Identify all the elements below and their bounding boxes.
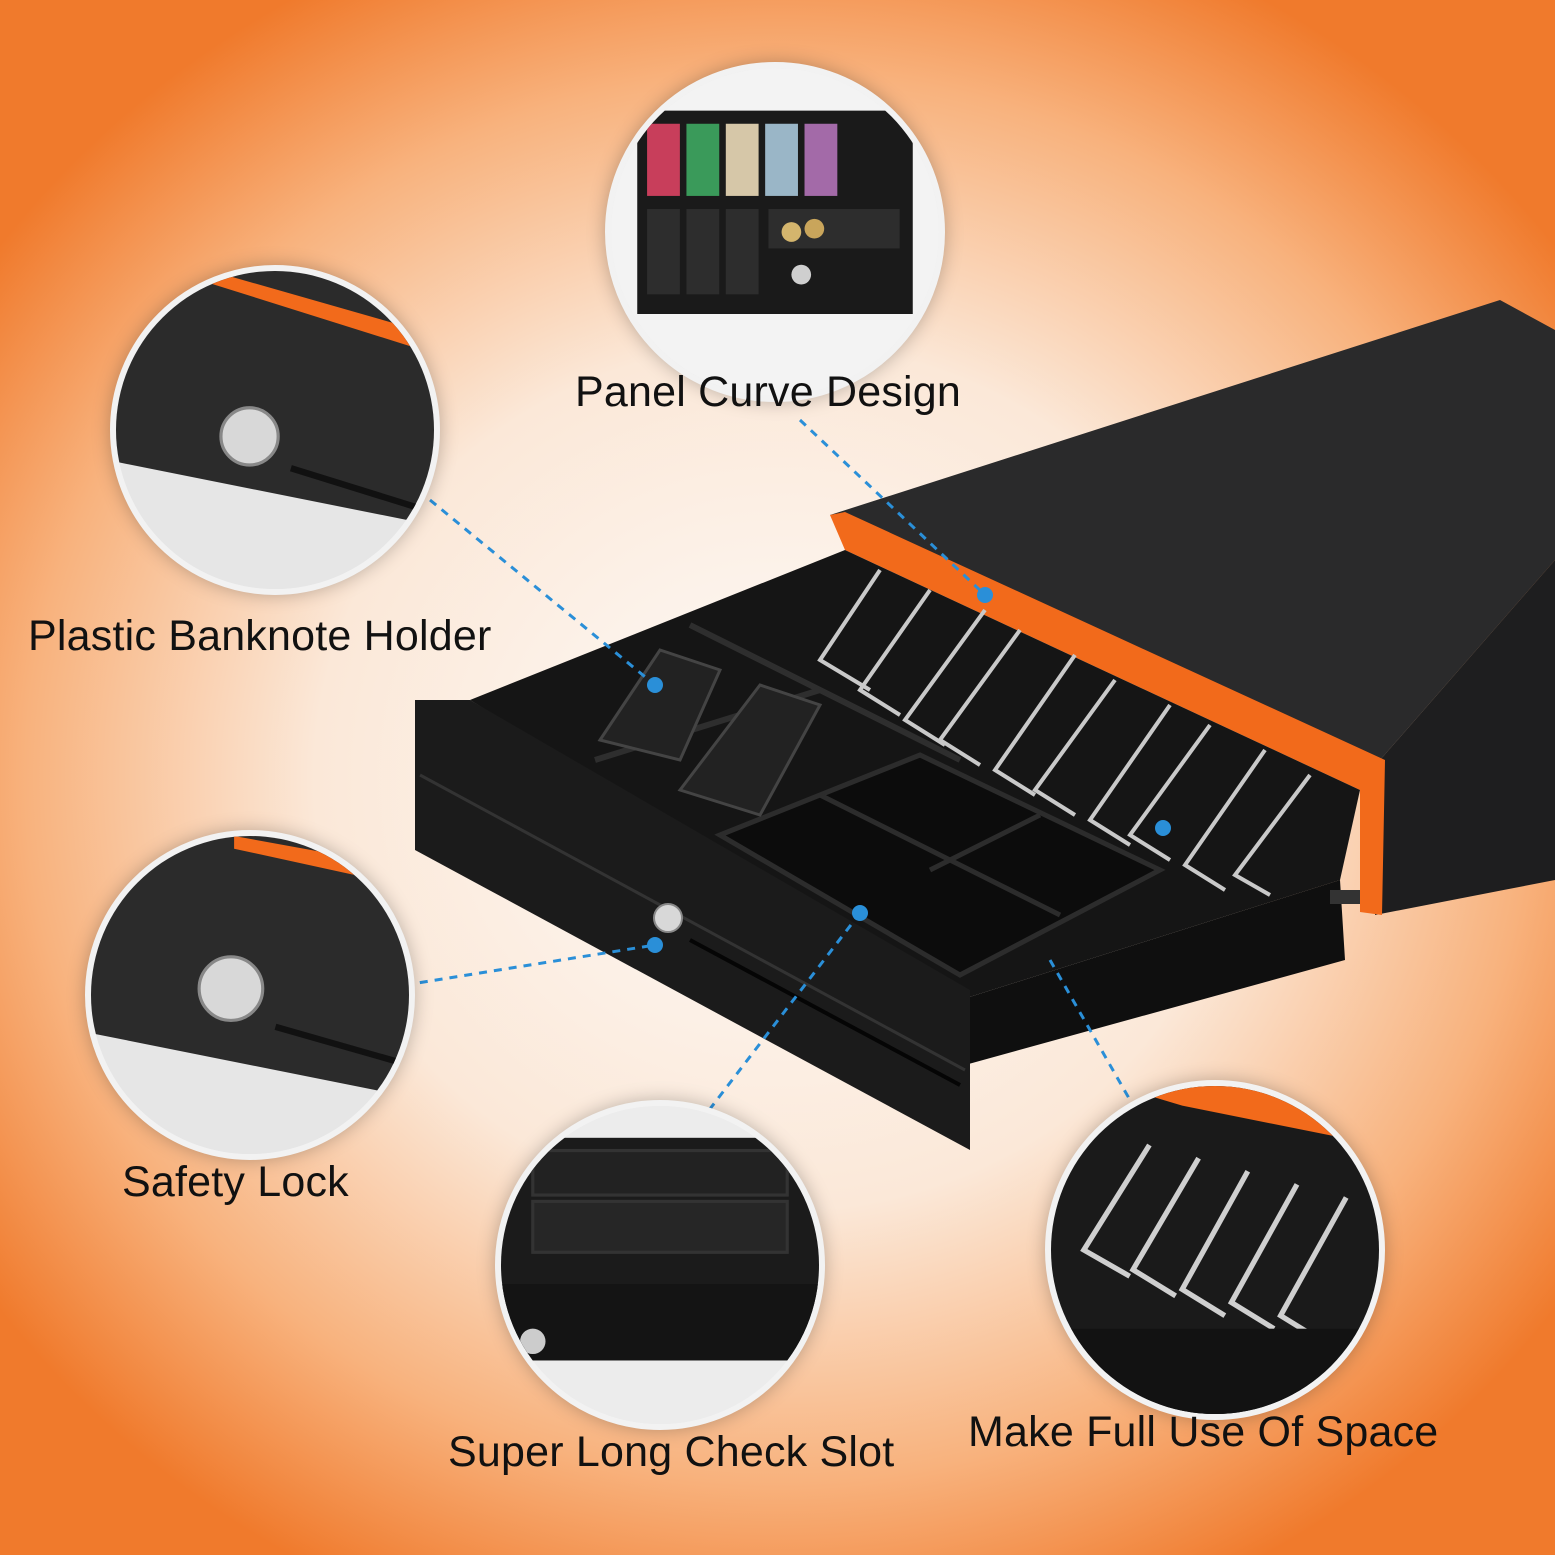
lock-closeup — [91, 836, 409, 1154]
label-safety-lock: Safety Lock — [122, 1158, 349, 1206]
callout-dot-icon — [1155, 820, 1171, 836]
clip-closeup — [1051, 1086, 1379, 1414]
divider — [928, 812, 1042, 873]
callout-dot-icon — [647, 937, 663, 953]
label-check-slot: Super Long Check Slot — [448, 1428, 895, 1476]
callout-dot-icon — [852, 905, 868, 921]
callout-lines — [404, 418, 1132, 1136]
circle-check-slot — [495, 1100, 825, 1430]
key-lock-icon[interactable] — [653, 903, 683, 933]
drawer-top-view — [611, 68, 939, 396]
circle-safety-lock — [85, 830, 415, 1160]
check-slot — [689, 938, 961, 1087]
tray-closeup — [501, 1106, 819, 1424]
lock-closeup — [116, 271, 434, 589]
circle-panel-curve — [605, 62, 945, 402]
divider — [818, 792, 1062, 918]
callout-dot-icon — [977, 587, 993, 603]
drawer-side-wall — [960, 880, 1345, 1065]
divider — [688, 622, 962, 763]
foot — [1330, 890, 1360, 904]
orange-rim — [830, 512, 1385, 915]
key-lock-icon — [219, 406, 280, 467]
cabinet-side — [1375, 560, 1555, 915]
circle-space — [1045, 1080, 1385, 1420]
plastic-holder — [677, 683, 823, 817]
banknote-clips — [817, 568, 1312, 897]
key-lock-icon — [197, 955, 265, 1023]
callout-dots — [647, 587, 1171, 953]
front-groove — [419, 773, 966, 1072]
drawer-front — [415, 700, 970, 1150]
cabinet-top — [830, 300, 1555, 760]
label-banknote-holder: Plastic Banknote Holder — [28, 612, 492, 660]
plastic-holder — [597, 648, 723, 762]
callout-dot-icon — [647, 677, 663, 693]
label-space: Make Full Use Of Space — [968, 1408, 1439, 1456]
circle-banknote-holder — [110, 265, 440, 595]
label-panel-curve: Panel Curve Design — [575, 368, 962, 416]
key-lock-icon — [520, 1328, 546, 1355]
